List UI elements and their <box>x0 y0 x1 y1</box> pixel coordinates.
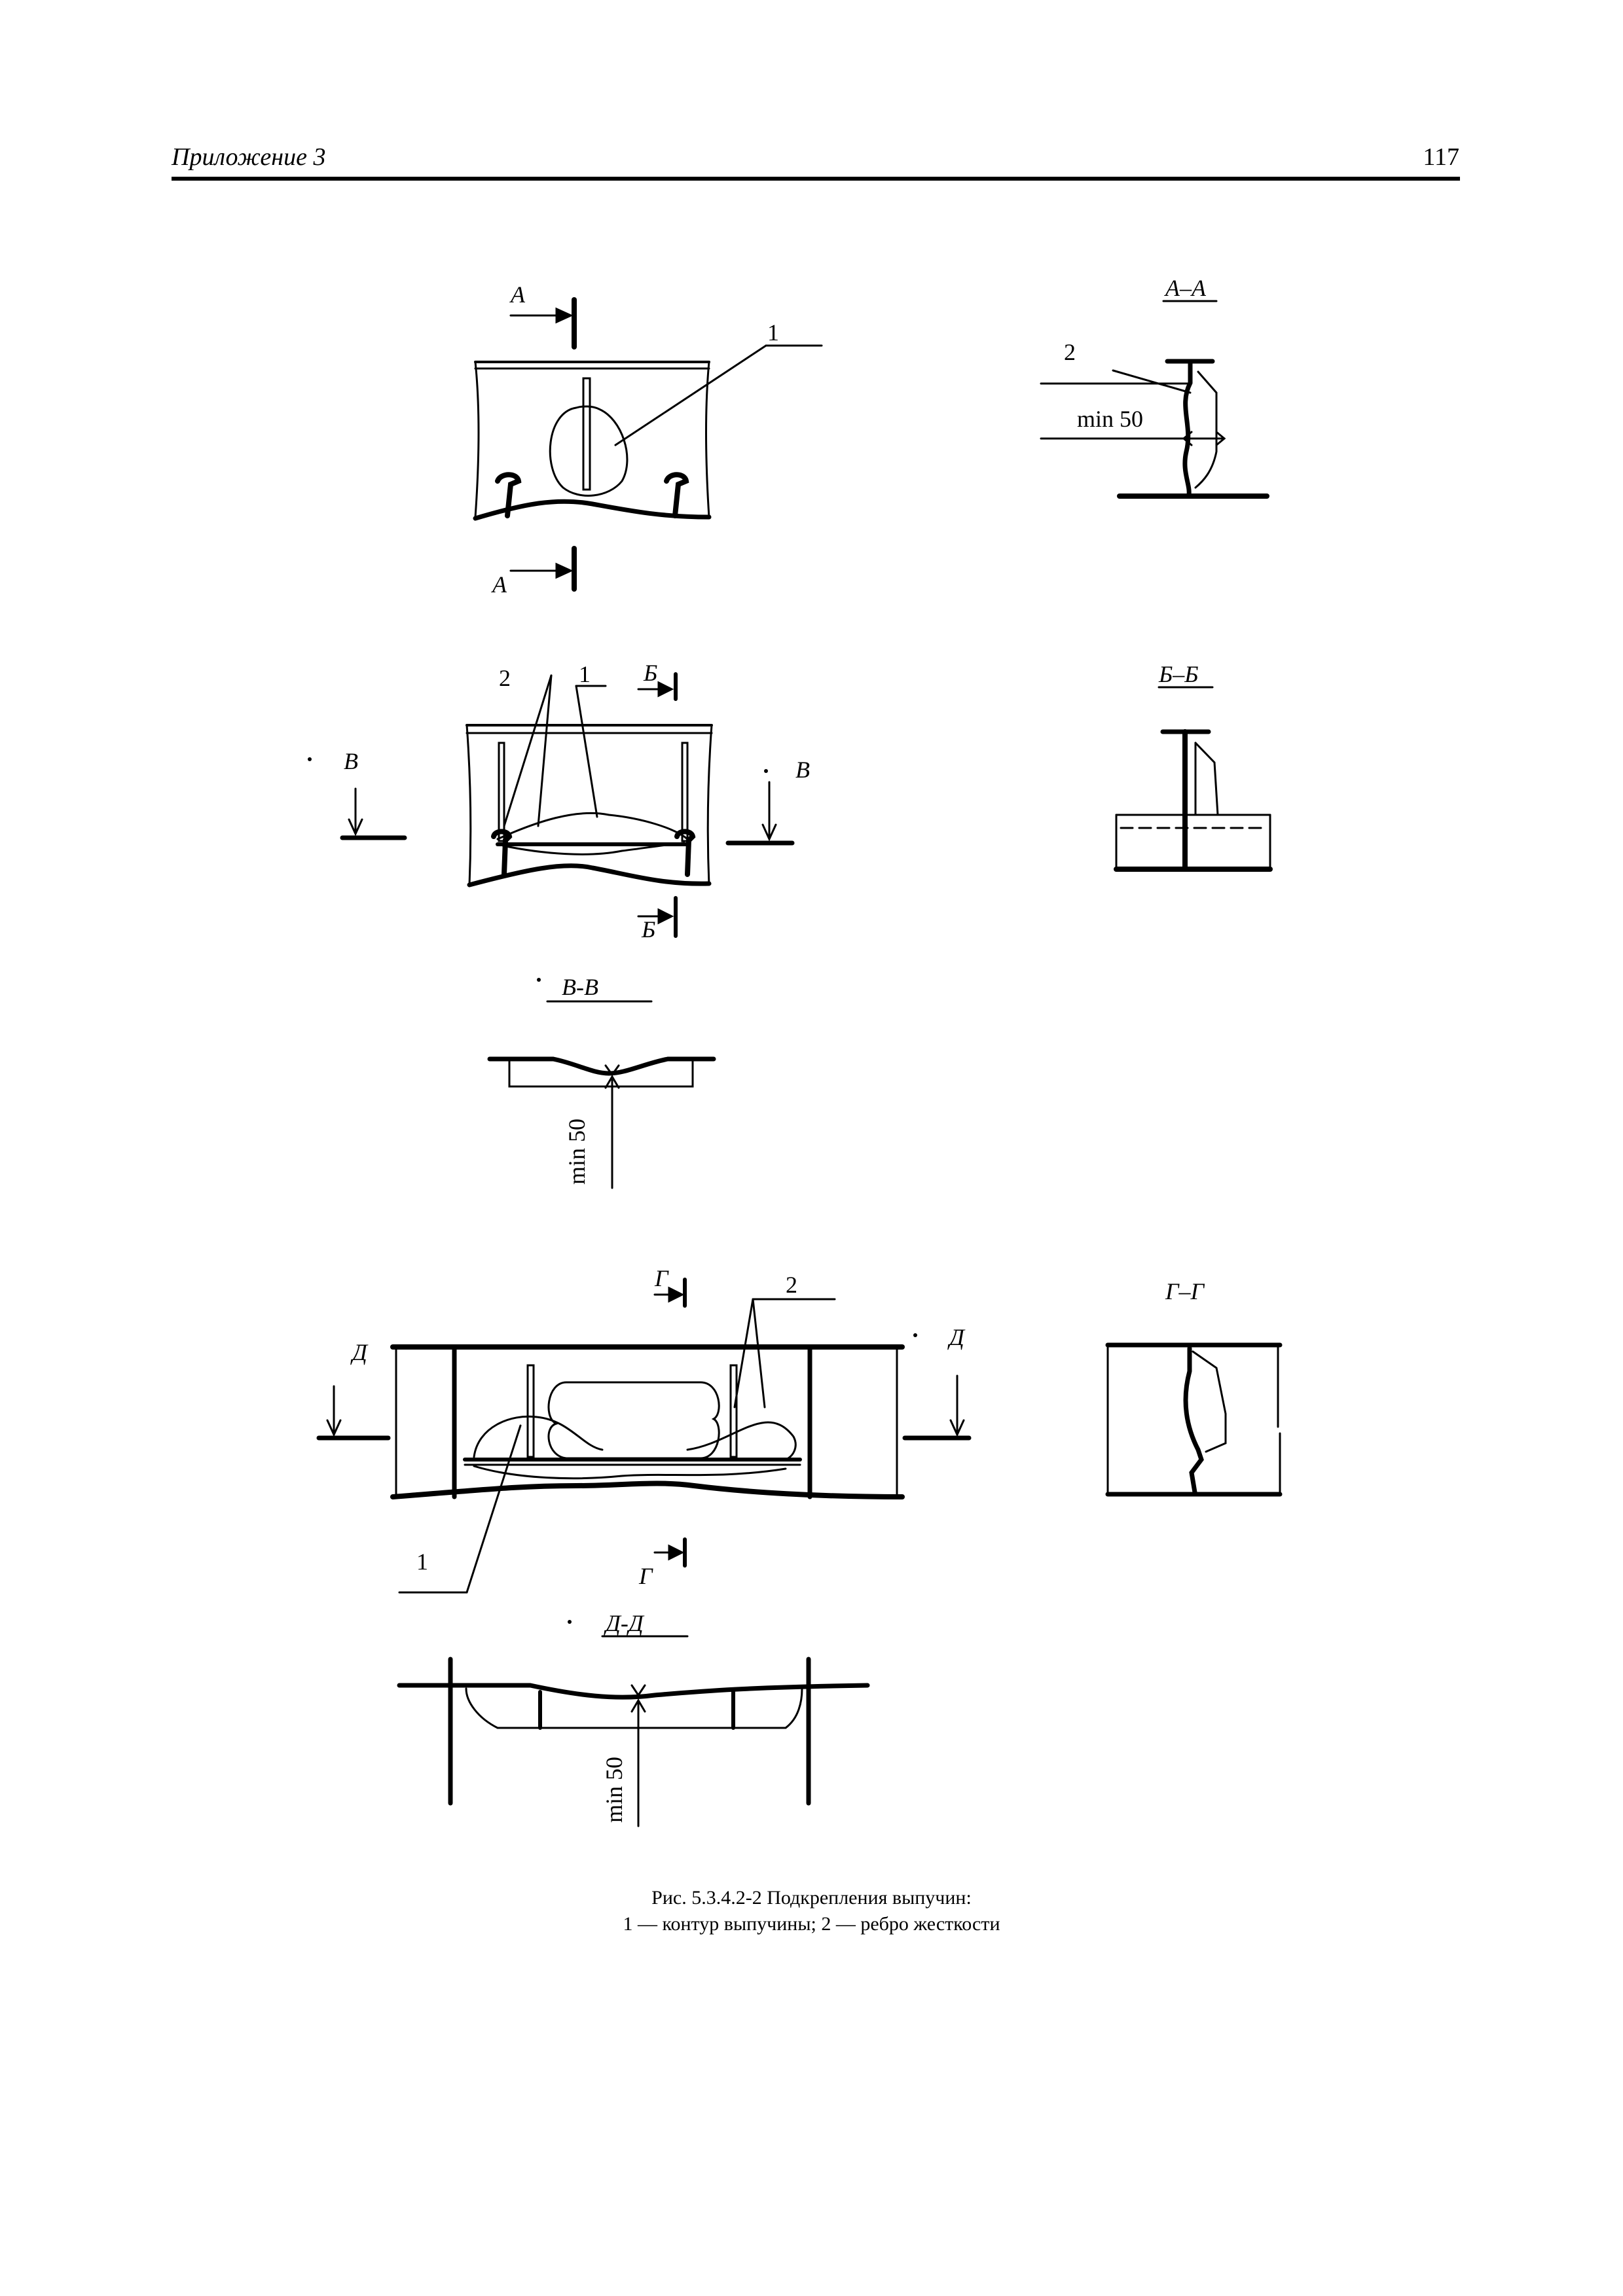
callout-1-a: 1 <box>767 319 779 346</box>
label-bb: Б–Б <box>1158 661 1198 687</box>
caption-line-1: Рис. 5.3.4.2-2 Подкрепления выпучин: <box>651 1887 972 1909</box>
dim-min50-aa: min 50 <box>1077 406 1143 432</box>
label-a-top: А <box>509 281 526 308</box>
header-rule <box>172 177 1460 181</box>
figure-a-view <box>473 297 823 592</box>
callout-2-g: 2 <box>786 1272 797 1298</box>
section-dd <box>397 1635 870 1827</box>
callout-1-b: 1 <box>579 661 591 687</box>
section-gg <box>1105 1342 1283 1497</box>
label-aa: А–А <box>1164 275 1207 301</box>
label-b-top: Б <box>643 660 657 686</box>
stray-dots <box>308 757 917 1624</box>
callout-1-g: 1 <box>416 1549 428 1575</box>
label-d-right: Д <box>947 1324 966 1350</box>
dim-min50-dd: min 50 <box>601 1757 627 1823</box>
label-dd: Д-Д <box>604 1610 645 1636</box>
label-v-left: В <box>344 748 358 774</box>
figure-caption: Рис. 5.3.4.2-2 Подкрепления выпучин: 1 —… <box>0 1885 1623 1937</box>
callout-2-b: 2 <box>499 665 511 691</box>
label-d-left: Д <box>350 1339 369 1365</box>
label-a-bottom: А <box>491 571 507 598</box>
label-vv: В-В <box>562 974 598 1000</box>
section-bb <box>1114 686 1273 872</box>
section-vv <box>487 1000 716 1189</box>
label-b-bottom: Б <box>641 916 655 942</box>
figure-gd-view <box>316 1278 972 1594</box>
label-g-top: Г <box>654 1265 669 1291</box>
label-g-bottom: Г <box>638 1563 653 1589</box>
figure-bv-view <box>340 672 795 938</box>
caption-line-2: 1 — контур выпучины; 2 — ребро жесткости <box>623 1913 1000 1935</box>
dim-min50-vv: min 50 <box>564 1119 590 1185</box>
callout-2-aa: 2 <box>1064 339 1076 365</box>
section-aa <box>1040 300 1269 499</box>
label-gg: Г–Г <box>1165 1278 1205 1304</box>
label-v-right: В <box>795 757 810 783</box>
page-number: 117 <box>1423 143 1459 171</box>
section-title: Приложение 3 <box>172 143 326 171</box>
